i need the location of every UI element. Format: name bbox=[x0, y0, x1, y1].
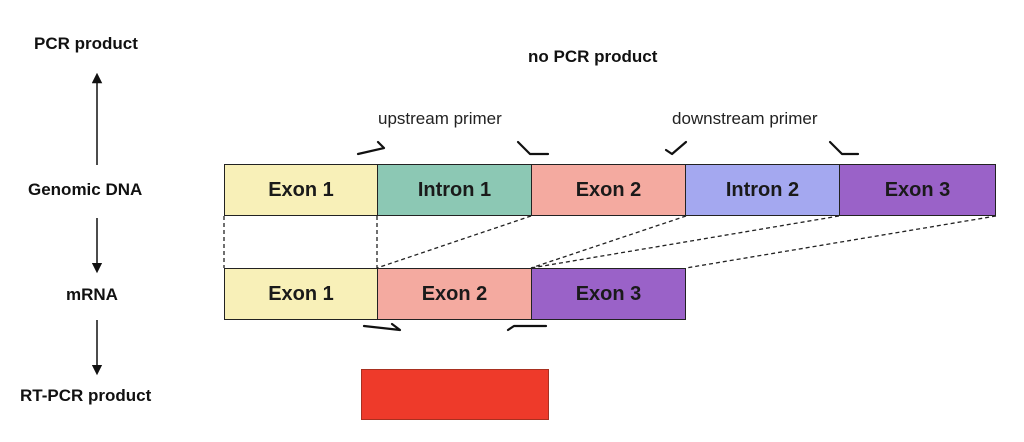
genomic-downstream-primer-left bbox=[664, 140, 688, 156]
splice-line bbox=[530, 215, 687, 269]
rt-pcr-product-bar bbox=[361, 369, 549, 420]
genomic-exon-2: Exon 2 bbox=[531, 164, 686, 216]
genomic-downstream-primer-right bbox=[828, 140, 860, 156]
mrna-exon-2: Exon 2 bbox=[377, 268, 532, 320]
rt-pcr-product-label: RT-PCR product bbox=[20, 386, 152, 405]
mrna-upstream-primer bbox=[362, 322, 402, 332]
genomic-exon-3: Exon 3 bbox=[839, 164, 996, 216]
upstream-primer-label: upstream primer bbox=[378, 109, 502, 128]
splice-line bbox=[530, 215, 840, 269]
genomic-exon-1: Exon 1 bbox=[224, 164, 378, 216]
mrna-label: mRNA bbox=[66, 285, 118, 304]
mrna-exon-1: Exon 1 bbox=[224, 268, 378, 320]
splice-line bbox=[376, 215, 532, 269]
mrna-downstream-primer bbox=[506, 324, 548, 332]
downstream-primer-label: downstream primer bbox=[672, 109, 818, 128]
genomic-upstream-primer-left bbox=[356, 140, 386, 156]
genomic-dna-label: Genomic DNA bbox=[28, 180, 143, 199]
splice-line bbox=[685, 215, 997, 269]
genomic-intron-2: Intron 2 bbox=[685, 164, 840, 216]
genomic-intron-1: Intron 1 bbox=[377, 164, 532, 216]
no-pcr-product-label: no PCR product bbox=[528, 47, 658, 66]
mrna-exon-3: Exon 3 bbox=[531, 268, 686, 320]
pcr-product-label: PCR product bbox=[34, 34, 138, 53]
genomic-upstream-primer-right bbox=[516, 140, 550, 156]
